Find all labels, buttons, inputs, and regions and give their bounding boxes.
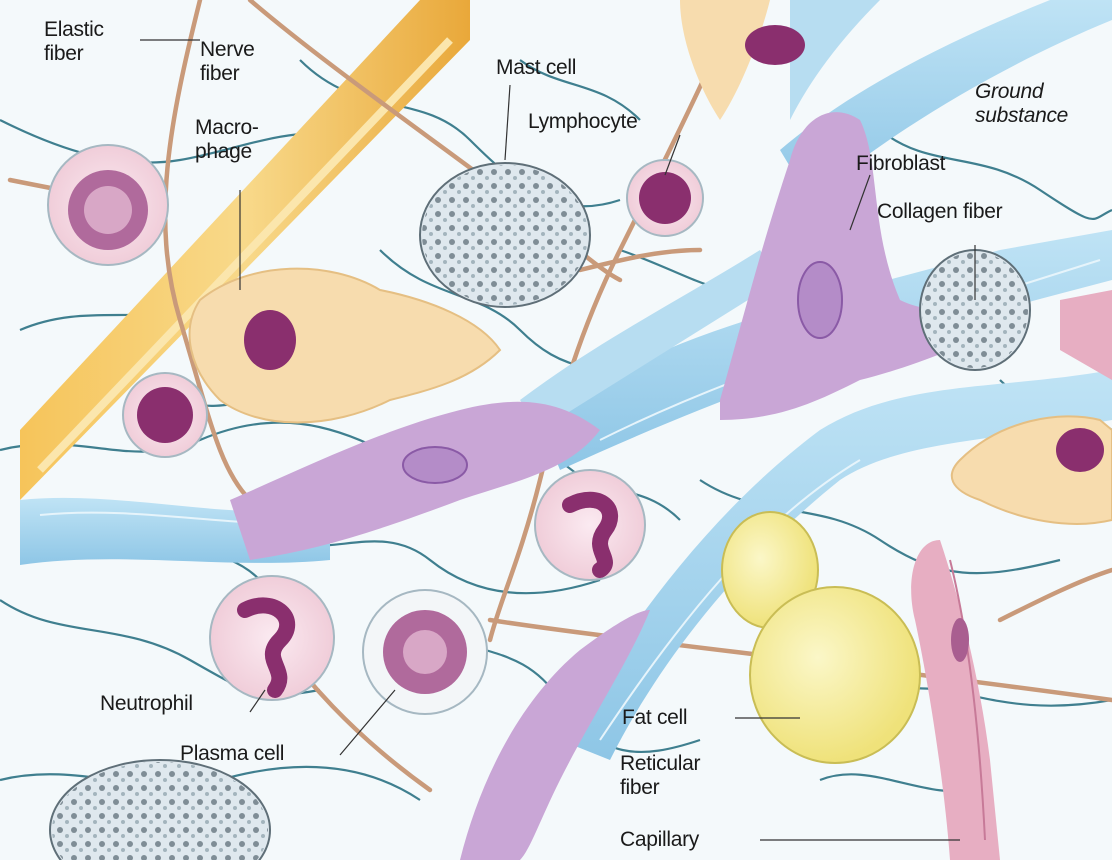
label-reticular-fiber: Reticular fiber: [620, 752, 700, 800]
label-neutrophil: Neutrophil: [100, 692, 193, 716]
label-macrophage: Macro- phage: [195, 116, 259, 164]
label-plasma-cell: Plasma cell: [180, 742, 284, 766]
label-mast-cell: Mast cell: [496, 56, 576, 80]
label-nerve-fiber: Nerve fiber: [200, 38, 255, 86]
label-elastic-fiber: Elastic fiber: [44, 18, 104, 66]
label-fat-cell: Fat cell: [622, 706, 687, 730]
label-capillary: Capillary: [620, 828, 699, 852]
label-ground-substance: Ground substance: [975, 80, 1068, 128]
label-collagen-fiber: Collagen fiber: [877, 200, 1002, 224]
label-lymphocyte: Lymphocyte: [528, 110, 637, 134]
label-fibroblast: Fibroblast: [856, 152, 945, 176]
